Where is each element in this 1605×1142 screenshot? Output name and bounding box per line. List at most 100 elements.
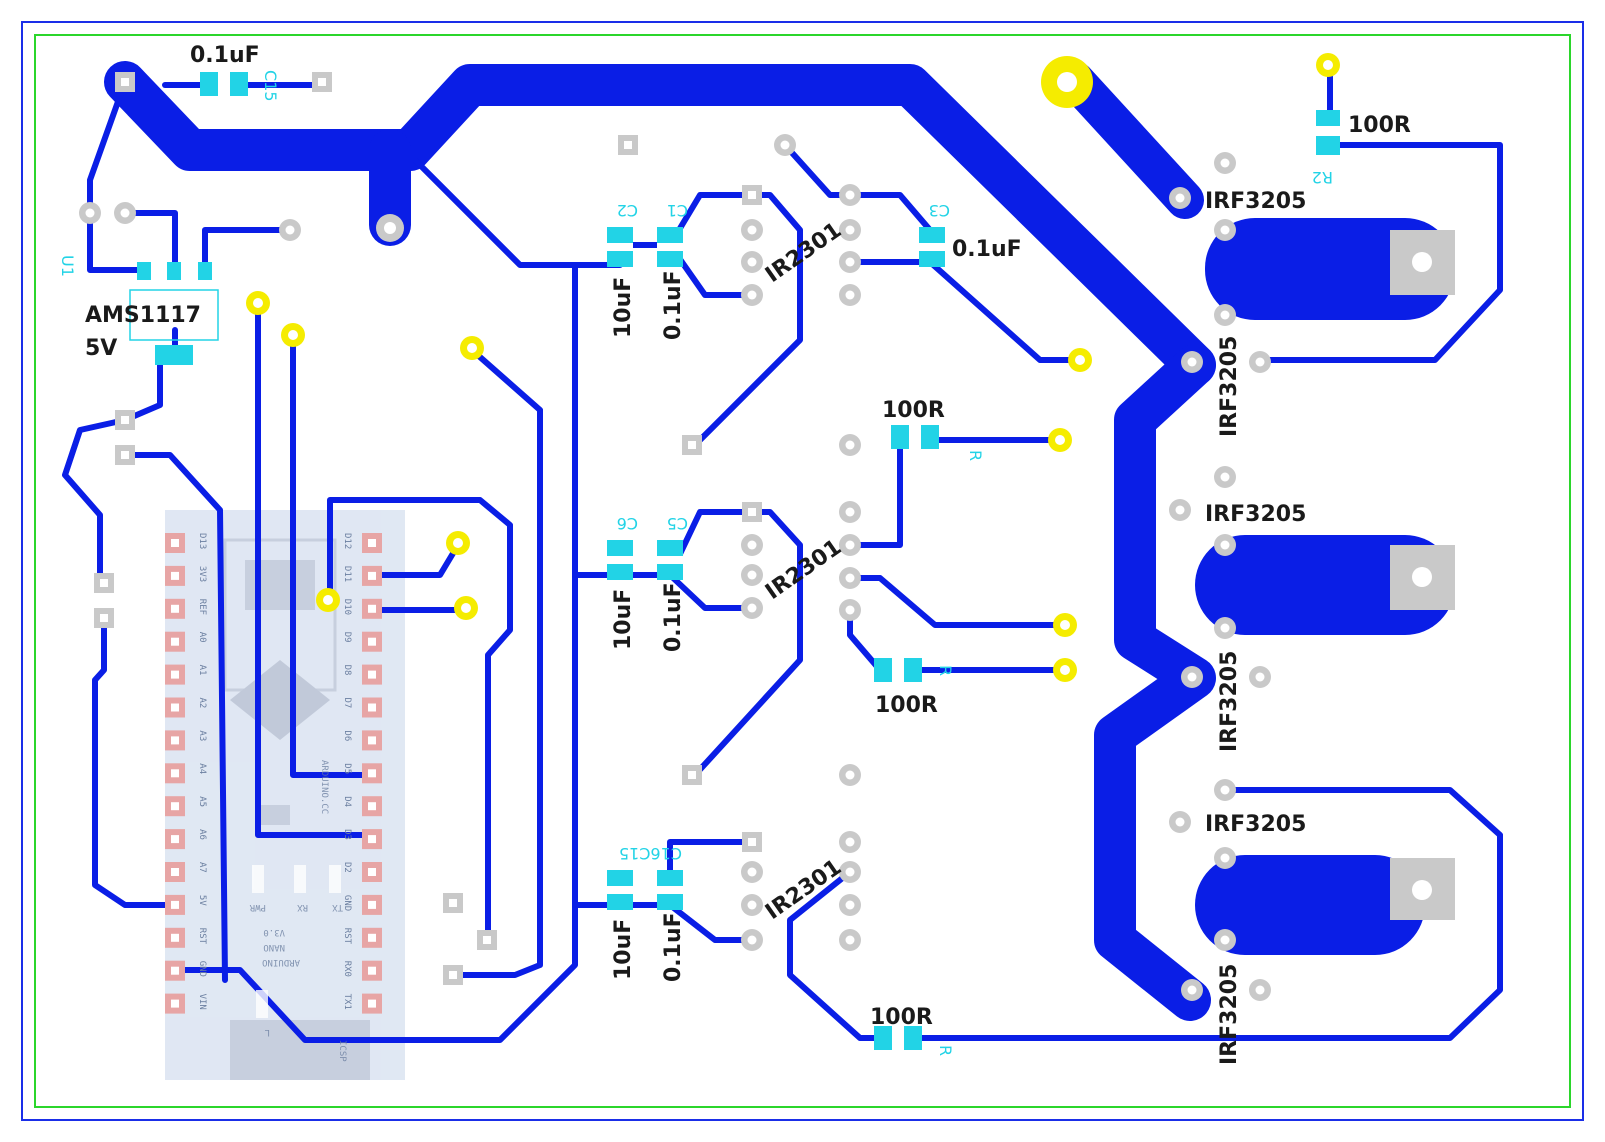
- label-c15b-value: 0.1uF: [661, 912, 686, 982]
- nano-pin-hole: [368, 769, 376, 778]
- nano-pin-hole: [171, 571, 179, 580]
- nano-pin-hole: [368, 835, 376, 844]
- nano-pin-hole: [171, 637, 179, 646]
- silk-r2: R2: [1312, 168, 1333, 187]
- nano-pin-label: RST: [342, 928, 352, 945]
- nano-led-label: L: [265, 1027, 270, 1037]
- nano-pin-label: D7: [342, 698, 352, 709]
- board-outline-inner: [34, 34, 1571, 1108]
- silk-c3: C3: [929, 201, 950, 220]
- nano-pin-label: A5: [197, 796, 207, 807]
- label-driver-2: IR2301: [761, 535, 846, 605]
- nano-pin-label: D10: [342, 599, 352, 615]
- silkscreen-text: C15 U1 C2 C1 C3 C6 C5 C16C15 R2 R R R: [58, 70, 1333, 1056]
- nano-pin-hole: [171, 703, 179, 712]
- nano-pin-hole: [171, 900, 179, 909]
- label-u1-part: AMS1117: [85, 303, 201, 328]
- label-mosfet-1a: IRF3205: [1205, 189, 1306, 214]
- nano-pin-hole: [171, 670, 179, 679]
- nano-pin-hole: [368, 933, 376, 942]
- nano-pin-label: REF: [197, 599, 207, 615]
- nano-pin-label: D6: [342, 730, 352, 741]
- nano-board-text: ARDUINO NANO V3.0 ICSP ARDUINO.CC PWR RX T…: [249, 760, 347, 1062]
- label-c3-value: 0.1uF: [952, 237, 1022, 262]
- nano-text-site: ARDUINO.CC: [319, 760, 329, 814]
- nano-led: [252, 865, 264, 893]
- nano-pin-label: D2: [342, 862, 352, 873]
- nano-pin-hole: [368, 670, 376, 679]
- label-mosfet-3b: IRF3205: [1217, 964, 1242, 1065]
- nano-pin-hole: [171, 868, 179, 876]
- nano-header-pads: D133V3REFA0A1A2A3A4A5A6A75VRSTGNDVIND12D…: [165, 533, 382, 1014]
- through-hole-pads: [79, 72, 702, 985]
- silk-r-a: R: [966, 450, 985, 461]
- vias: [246, 53, 1340, 682]
- nano-led: [329, 865, 341, 893]
- nano-pin-hole: [171, 604, 179, 613]
- label-r-top-value: 100R: [882, 398, 945, 423]
- mosfet-pads: [1169, 152, 1455, 1001]
- nano-text-arduino: ARDUINO: [262, 957, 300, 967]
- nano-text-model: NANO: [263, 942, 285, 952]
- nano-pin-hole: [171, 966, 179, 975]
- silk-c16c15: C16C15: [619, 844, 682, 863]
- nano-pin-hole: [368, 802, 376, 811]
- label-driver-3: IR2301: [761, 855, 846, 925]
- nano-pin-hole: [171, 835, 179, 844]
- nano-pin-hole: [171, 769, 179, 778]
- nano-pin-label: RST: [197, 928, 207, 945]
- label-mosfet-2a: IRF3205: [1205, 502, 1306, 527]
- nano-pin-label: A3: [197, 730, 207, 741]
- nano-pin-hole: [368, 900, 376, 909]
- nano-pin-label: D5: [342, 763, 352, 774]
- nano-pin-hole: [171, 933, 179, 942]
- silk-c1: C1: [667, 201, 688, 220]
- nano-pin-label: D8: [342, 665, 352, 676]
- nano-pin-label: VIN: [197, 994, 207, 1010]
- silk-r-b: R: [936, 665, 955, 676]
- nano-pin-hole: [171, 736, 179, 745]
- nano-led-label: TX: [332, 902, 343, 912]
- smd-components: [129, 72, 1340, 1050]
- silk-c6: C6: [617, 514, 638, 533]
- label-c6-value: 10uF: [611, 589, 636, 650]
- board-outline-outer: [21, 21, 1584, 1121]
- nano-pin-hole: [171, 539, 179, 547]
- label-c16-value: 10uF: [611, 919, 636, 980]
- nano-led: [294, 865, 306, 893]
- silk-c15: C15: [261, 70, 280, 102]
- nano-pin-hole: [368, 703, 376, 712]
- nano-pin-label: GND: [342, 895, 352, 911]
- nano-pin-label: GND: [197, 961, 207, 977]
- nano-pin-label: A2: [197, 698, 207, 709]
- nano-pin-hole: [368, 868, 376, 876]
- nano-pin-label: RX0: [342, 961, 352, 977]
- silk-r-c: R: [936, 1045, 955, 1056]
- label-driver-1: IR2301: [761, 218, 846, 288]
- label-r-mid-value: 100R: [875, 693, 938, 718]
- nano-pin-hole: [368, 604, 376, 613]
- nano-led: [256, 990, 268, 1018]
- nano-text-version: V3.0: [263, 927, 285, 937]
- nano-pin-label: A7: [197, 862, 207, 873]
- nano-pin-label: D9: [342, 632, 352, 643]
- label-mosfet-2b: IRF3205: [1217, 651, 1242, 752]
- nano-pin-hole: [368, 999, 376, 1008]
- nano-pin-hole: [368, 571, 376, 580]
- nano-pin-hole: [171, 802, 179, 811]
- nano-pin-hole: [368, 966, 376, 975]
- nano-pin-label: TX1: [342, 994, 352, 1010]
- silk-c2: C2: [617, 201, 638, 220]
- nano-pin-hole: [368, 637, 376, 646]
- nano-pin-label: D4: [342, 796, 352, 807]
- nano-led-label: PWR: [249, 902, 266, 912]
- label-mosfet-3a: IRF3205: [1205, 812, 1306, 837]
- nano-pin-label: A6: [197, 829, 207, 840]
- nano-text-icsp: ICSP: [337, 1040, 347, 1062]
- silk-c5: C5: [667, 514, 688, 533]
- nano-led-label: RX: [297, 902, 308, 912]
- label-u1-voltage: 5V: [85, 336, 117, 361]
- label-c5-value: 0.1uF: [661, 582, 686, 652]
- nano-pin-hole: [368, 736, 376, 745]
